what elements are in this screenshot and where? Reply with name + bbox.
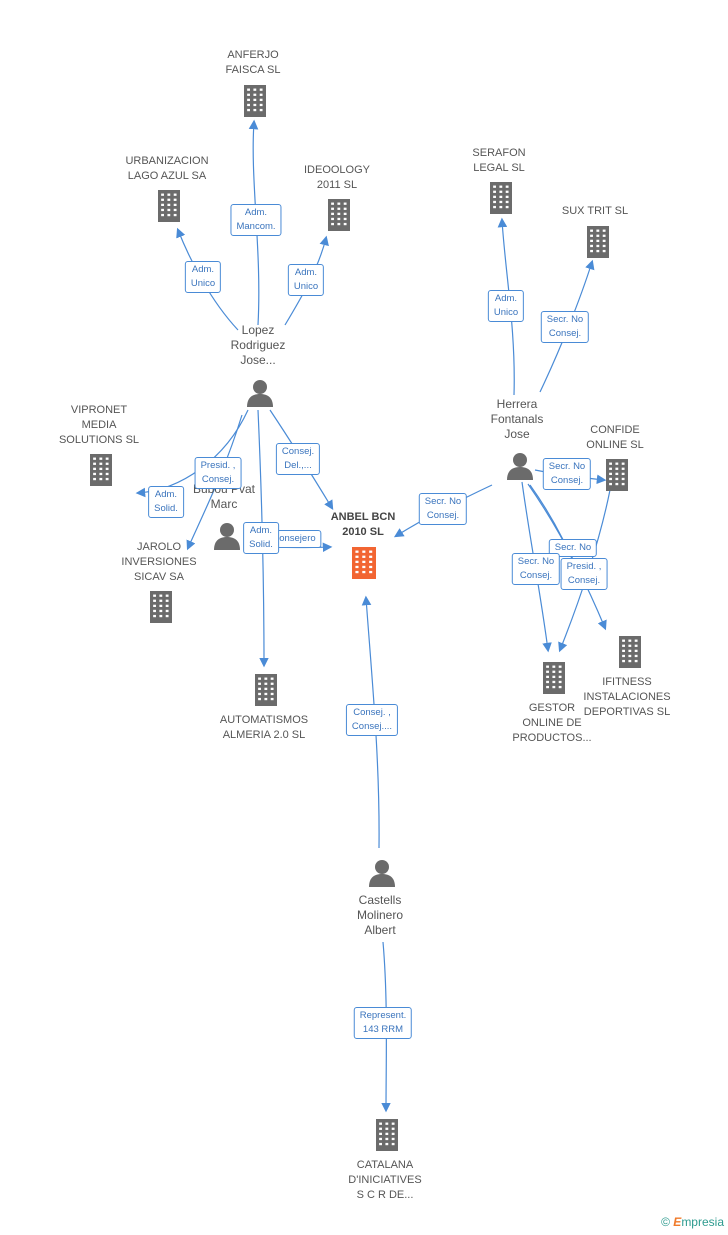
badge-presid-consej-vipronet[interactable]: Presid. , Consej. xyxy=(194,457,242,489)
node-label: SERAFON LEGAL SL xyxy=(472,147,526,174)
node-label: Lopez Rodriguez Jose... xyxy=(230,323,286,367)
building-icon xyxy=(543,662,565,694)
badge-consej-del[interactable]: Consej. Del.,... xyxy=(275,443,321,475)
building-icon xyxy=(328,199,350,231)
badge-adm-unico-serafon[interactable]: Adm. Unico xyxy=(487,290,525,322)
badge-adm-solid-automatismos[interactable]: Adm. Solid. xyxy=(243,522,279,554)
person-icon xyxy=(369,860,395,887)
badge-presid-consej-gestor[interactable]: Presid. , Consej. xyxy=(560,558,608,590)
building-icon xyxy=(150,591,172,623)
node-label: JAROLO INVERSIONES SICAV SA xyxy=(121,541,197,583)
badge-secr-gestor-b[interactable]: Secr. No xyxy=(548,539,598,557)
node-label: SUX TRIT SL xyxy=(561,205,629,217)
node-label: CATALANA D'INICIATIVES S C R DE... xyxy=(348,1159,422,1201)
node-label: CONFIDE ONLINE SL xyxy=(586,424,644,451)
badge-adm-unico-ideoology[interactable]: Adm. Unico xyxy=(287,264,325,296)
node-label: Castells Molinero Albert xyxy=(356,893,404,937)
badge-adm-mancom[interactable]: Adm. Mancom. xyxy=(230,204,282,236)
node-label: VIPRONET MEDIA SOLUTIONS SL xyxy=(58,404,140,446)
building-icon xyxy=(490,182,512,214)
node-label: ANBEL BCN 2010 SL xyxy=(330,511,396,538)
node-label: IDEOOLOGY 2011 SL xyxy=(303,164,371,191)
building-icon xyxy=(619,636,641,668)
building-icon xyxy=(587,226,609,258)
node-label: ANFERJO FAISCA SL xyxy=(225,49,281,76)
badge-represent[interactable]: Represent. 143 RRM xyxy=(353,1007,413,1039)
node-label: AUTOMATISMOS ALMERIA 2.0 SL xyxy=(219,714,309,741)
person-icon xyxy=(507,453,533,480)
building-icon xyxy=(90,454,112,486)
person-icon xyxy=(214,523,240,550)
node-label: Herrera Fontanals Jose xyxy=(490,397,544,441)
copyright-icon: © xyxy=(661,1215,670,1229)
badge-secr-suxtrit[interactable]: Secr. No Consej. xyxy=(540,311,590,343)
brand-name: mpresia xyxy=(681,1215,724,1229)
building-icon xyxy=(244,85,266,117)
building-icon xyxy=(158,190,180,222)
badge-adm-solid-jarolo[interactable]: Adm. Solid. xyxy=(148,486,184,518)
node-label: GESTOR ONLINE DE PRODUCTOS... xyxy=(512,702,592,744)
building-icon xyxy=(255,674,277,706)
badge-secr-confide[interactable]: Secr. No Consej. xyxy=(542,458,592,490)
brand-initial: E xyxy=(673,1215,682,1229)
node-label: URBANIZACION LAGO AZUL SA xyxy=(125,155,209,182)
building-icon xyxy=(376,1119,398,1151)
badge-secr-anbel[interactable]: Secr. No Consej. xyxy=(418,493,468,525)
building-icon xyxy=(606,459,628,491)
badge-secr-gestor-a[interactable]: Secr. No Consej. xyxy=(511,553,561,585)
person-icon xyxy=(247,380,273,407)
building-icon-focus xyxy=(352,547,376,579)
badge-consej-castells[interactable]: Consej. , Consej.... xyxy=(345,704,399,736)
node-label: IFITNESS INSTALACIONES DEPORTIVAS SL xyxy=(583,676,671,718)
badge-adm-unico-urbanizacion[interactable]: Adm. Unico xyxy=(184,261,222,293)
empresia-footer[interactable]: © Empresia xyxy=(661,1215,724,1229)
